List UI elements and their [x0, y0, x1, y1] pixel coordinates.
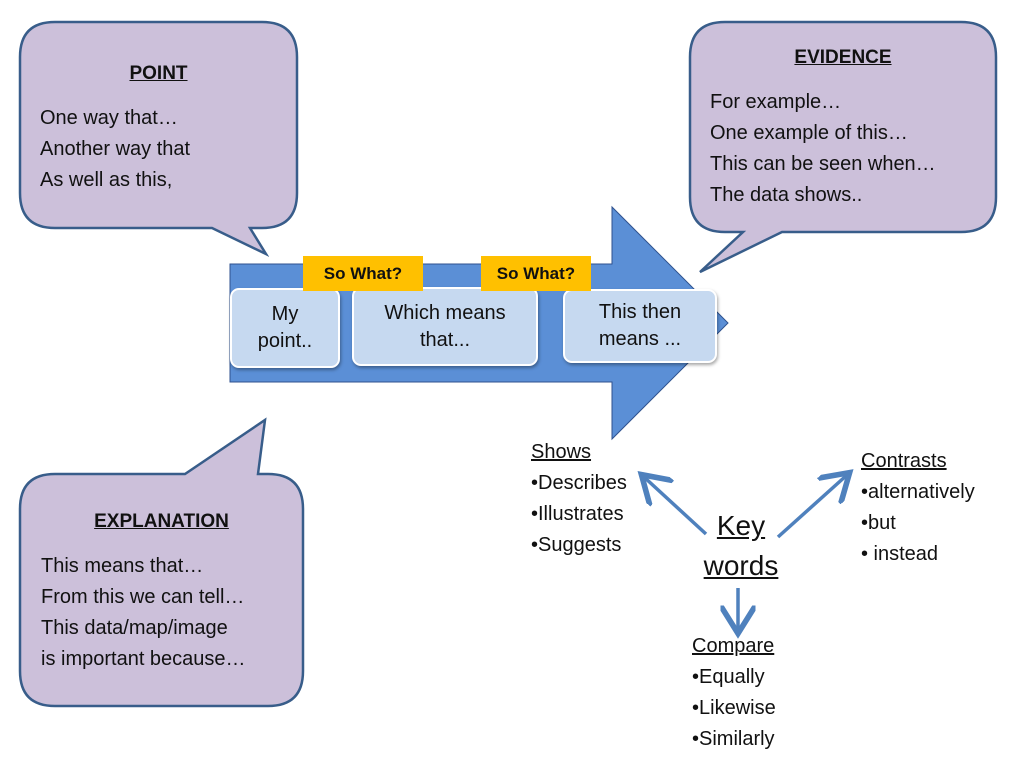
- compare-list: •Equally •Likewise •Similarly: [692, 662, 776, 755]
- evidence-line: The data shows..: [710, 184, 863, 206]
- evidence-bubble: [688, 20, 998, 274]
- which-means-box: Which means that...: [352, 287, 538, 366]
- then-means-box: This then means ...: [563, 289, 717, 363]
- compare-item: •Likewise: [692, 697, 776, 719]
- box-line: point..: [257, 330, 313, 352]
- explanation-line: From this we can tell…: [41, 586, 245, 608]
- key-words-label: Key words: [686, 506, 796, 586]
- contrasts-item: •alternatively: [861, 481, 975, 503]
- shows-heading: Shows: [531, 441, 592, 463]
- box-line: Which means: [384, 301, 506, 324]
- connector-to-shows: [644, 477, 708, 536]
- key-words-line: Key: [716, 510, 766, 541]
- shows-list: •Describes •Illustrates •Suggests: [531, 468, 627, 561]
- point-title: POINT: [129, 63, 188, 84]
- explanation-line: This means that…: [41, 555, 204, 577]
- evidence-line: For example…: [710, 91, 842, 113]
- so-what-label-1: So What?: [303, 256, 423, 291]
- box-line: means ...: [598, 328, 682, 350]
- contrasts-item: •but: [861, 512, 896, 534]
- shows-item: •Illustrates: [531, 503, 624, 525]
- box-line: My: [271, 303, 299, 325]
- explanation-line: is important because…: [41, 648, 246, 670]
- compare-item: •Similarly: [692, 728, 775, 750]
- key-words-line: words: [703, 550, 779, 581]
- shows-item: •Suggests: [531, 534, 622, 556]
- my-point-box: My point..: [230, 288, 340, 368]
- explanation-line: This data/map/image: [41, 617, 228, 639]
- connector-to-contrasts: [776, 475, 847, 539]
- point-text: One way that… Another way that As well a…: [40, 103, 190, 196]
- evidence-line: One example of this…: [710, 122, 908, 144]
- point-bubble: [18, 20, 299, 257]
- explanation-bubble: [18, 417, 305, 708]
- contrasts-list: •alternatively •but • instead: [861, 477, 975, 570]
- box-line: This then: [598, 301, 682, 323]
- shows-item: •Describes: [531, 472, 627, 494]
- contrasts-item: • instead: [861, 543, 939, 565]
- point-line: Another way that: [40, 138, 191, 160]
- contrasts-heading: Contrasts: [861, 450, 947, 472]
- evidence-line: This can be seen when…: [710, 153, 936, 175]
- explanation-text: This means that… From this we can tell… …: [41, 551, 246, 675]
- point-line: As well as this,: [40, 169, 173, 191]
- compare-item: •Equally: [692, 666, 765, 688]
- explanation-title: EXPLANATION: [94, 511, 229, 532]
- box-line: that...: [419, 328, 471, 351]
- evidence-text: For example… One example of this… This c…: [710, 87, 936, 211]
- compare-heading: Compare: [692, 635, 775, 657]
- evidence-title: EVIDENCE: [794, 47, 892, 68]
- so-what-label-2: So What?: [481, 256, 591, 291]
- point-line: One way that…: [40, 107, 178, 129]
